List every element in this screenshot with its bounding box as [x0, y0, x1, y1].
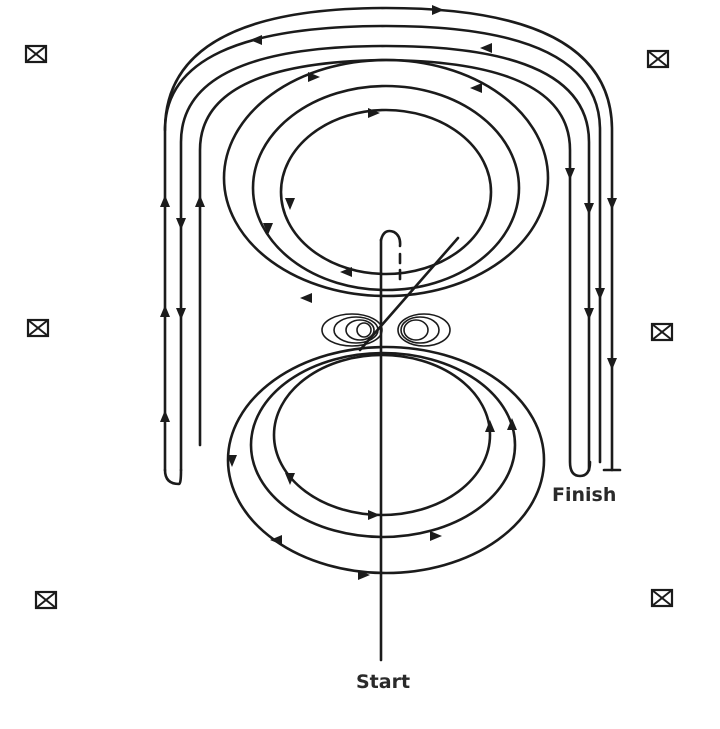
arrow-icon	[263, 223, 273, 235]
outermost-track	[198, 58, 592, 478]
upper-loop-1	[279, 108, 493, 276]
arrow-icon	[195, 195, 205, 207]
boxed-x-marker-icon	[646, 49, 670, 69]
arrow-icon	[565, 168, 575, 180]
outer-hairpin-left	[179, 44, 591, 472]
arrow-icon	[227, 455, 237, 467]
arrow-icon	[430, 531, 442, 541]
finish-path	[163, 6, 614, 472]
arrow-icon	[607, 198, 617, 210]
lower-loop-2	[249, 351, 517, 539]
arrow-icon	[285, 198, 295, 210]
upper-loop-3	[222, 58, 550, 298]
boxed-x-marker-icon	[24, 44, 48, 64]
arrow-icon	[368, 510, 380, 520]
arrow-icon	[368, 108, 380, 118]
arrow-icon	[584, 203, 594, 215]
lower-loop-3	[226, 345, 546, 575]
boxed-x-marker-icon	[34, 590, 58, 610]
arrow-icon	[340, 267, 352, 277]
right-turn-circles	[397, 313, 451, 347]
arrow-icon	[507, 418, 517, 430]
arrow-icon	[270, 535, 282, 545]
arrow-icon	[358, 570, 370, 580]
boxed-x-marker-icon	[26, 318, 50, 338]
boxed-x-marker-icon	[650, 322, 674, 342]
upper-loop-2	[251, 84, 521, 292]
arrow-icon	[607, 358, 617, 370]
arrow-icon	[160, 305, 170, 317]
arrow-icon	[584, 308, 594, 320]
arrow-icon	[480, 43, 492, 53]
arrow-icon	[432, 5, 444, 15]
finish-label: Finish	[552, 484, 617, 506]
arrow-icon	[285, 473, 295, 485]
lower-loop-1	[272, 353, 492, 517]
start-hook	[379, 229, 402, 248]
arrow-icon	[300, 293, 312, 303]
arrow-icon	[176, 308, 186, 320]
arrow-icon	[485, 420, 495, 432]
arrow-icon	[176, 218, 186, 230]
start-label: Start	[356, 671, 411, 693]
arrow-icon	[470, 83, 482, 93]
arrow-icon	[160, 195, 170, 207]
arrow-icon	[250, 35, 262, 45]
direction-arrows	[160, 5, 617, 580]
outer-hairpin-left-tip	[163, 468, 183, 486]
arrow-icon	[308, 72, 320, 82]
arrow-icon	[595, 288, 605, 300]
boxed-x-marker-icon	[650, 588, 674, 608]
outer-hairpin-left-return	[163, 24, 602, 472]
arrow-icon	[160, 410, 170, 422]
left-turn-circles	[321, 313, 383, 347]
